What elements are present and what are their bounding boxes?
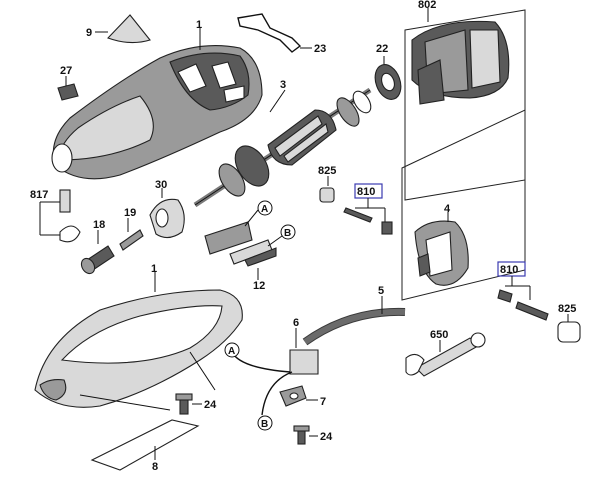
label-6: 6 <box>293 317 299 329</box>
part-810-right: 810 <box>497 261 549 321</box>
label-810-right: 810 <box>500 264 518 276</box>
label-810-top: 810 <box>357 186 375 198</box>
part-9: 9 <box>86 14 151 44</box>
label-24-lower: 24 <box>320 431 333 443</box>
part-22-bearing: 22 <box>374 43 402 100</box>
label-23: 23 <box>314 43 326 55</box>
part-23-wire-clip: 23 <box>237 13 326 55</box>
label-1-top: 1 <box>196 19 202 31</box>
label-1-bottom: 1 <box>151 263 157 275</box>
label-825-top: 825 <box>318 165 336 177</box>
part-802-stator: 802 <box>404 0 526 201</box>
label-12: 12 <box>253 280 265 292</box>
part-825-right: 825 <box>557 303 581 343</box>
label-3: 3 <box>280 79 286 91</box>
part-30-nose-cap: 30 <box>149 179 185 239</box>
connector-a-bottom: A <box>224 342 240 358</box>
label-24-left: 24 <box>204 399 217 411</box>
connector-a-top-label: A <box>261 204 268 215</box>
part-24-lower-screw: 24 <box>293 425 333 445</box>
part-19-collet: 19 <box>119 207 144 251</box>
part-27: 27 <box>57 65 79 101</box>
label-5: 5 <box>378 285 384 297</box>
label-802: 802 <box>418 0 436 11</box>
part-6-strain-relief: 6 <box>289 317 319 375</box>
part-18-collet-nut: 18 <box>80 219 115 275</box>
label-817: 817 <box>30 189 48 201</box>
part-7-cord-clamp: 7 <box>279 385 326 408</box>
label-4: 4 <box>444 203 451 215</box>
connector-a-top: A <box>257 200 273 216</box>
label-19: 19 <box>124 207 136 219</box>
part-5-power-cord: 5 <box>302 285 406 346</box>
label-22: 22 <box>376 43 388 55</box>
part-810-top: 810 <box>343 183 393 235</box>
connector-b-top: B <box>280 224 296 240</box>
part-24-left-screw: 24 <box>175 393 217 415</box>
part-1-housing-top: 1 <box>51 19 263 180</box>
part-650-wrench: 650 <box>405 329 486 377</box>
part-4-brush-holder: 4 <box>401 109 526 301</box>
wires <box>231 351 293 416</box>
part-3-armature: 3 <box>193 79 372 208</box>
connector-a-bottom-label: A <box>228 346 235 357</box>
label-8: 8 <box>152 461 158 473</box>
label-7: 7 <box>320 396 326 408</box>
label-30: 30 <box>155 179 167 191</box>
part-8-label-plate: 8 <box>90 419 200 473</box>
part-817-brushes: 817 <box>30 189 81 243</box>
label-650: 650 <box>430 329 448 341</box>
label-27: 27 <box>60 65 72 77</box>
part-825-top: 825 <box>318 165 336 203</box>
connector-b-bottom-label: B <box>261 419 268 430</box>
label-825-right: 825 <box>558 303 576 315</box>
bracket-24 <box>79 351 216 411</box>
part-12-switch: 12 <box>204 209 283 292</box>
part-1-housing-bottom: 1 <box>34 263 243 408</box>
connector-b-top-label: B <box>284 228 291 239</box>
label-18: 18 <box>93 219 105 231</box>
connector-b-bottom: B <box>257 415 273 431</box>
label-9: 9 <box>86 27 92 39</box>
